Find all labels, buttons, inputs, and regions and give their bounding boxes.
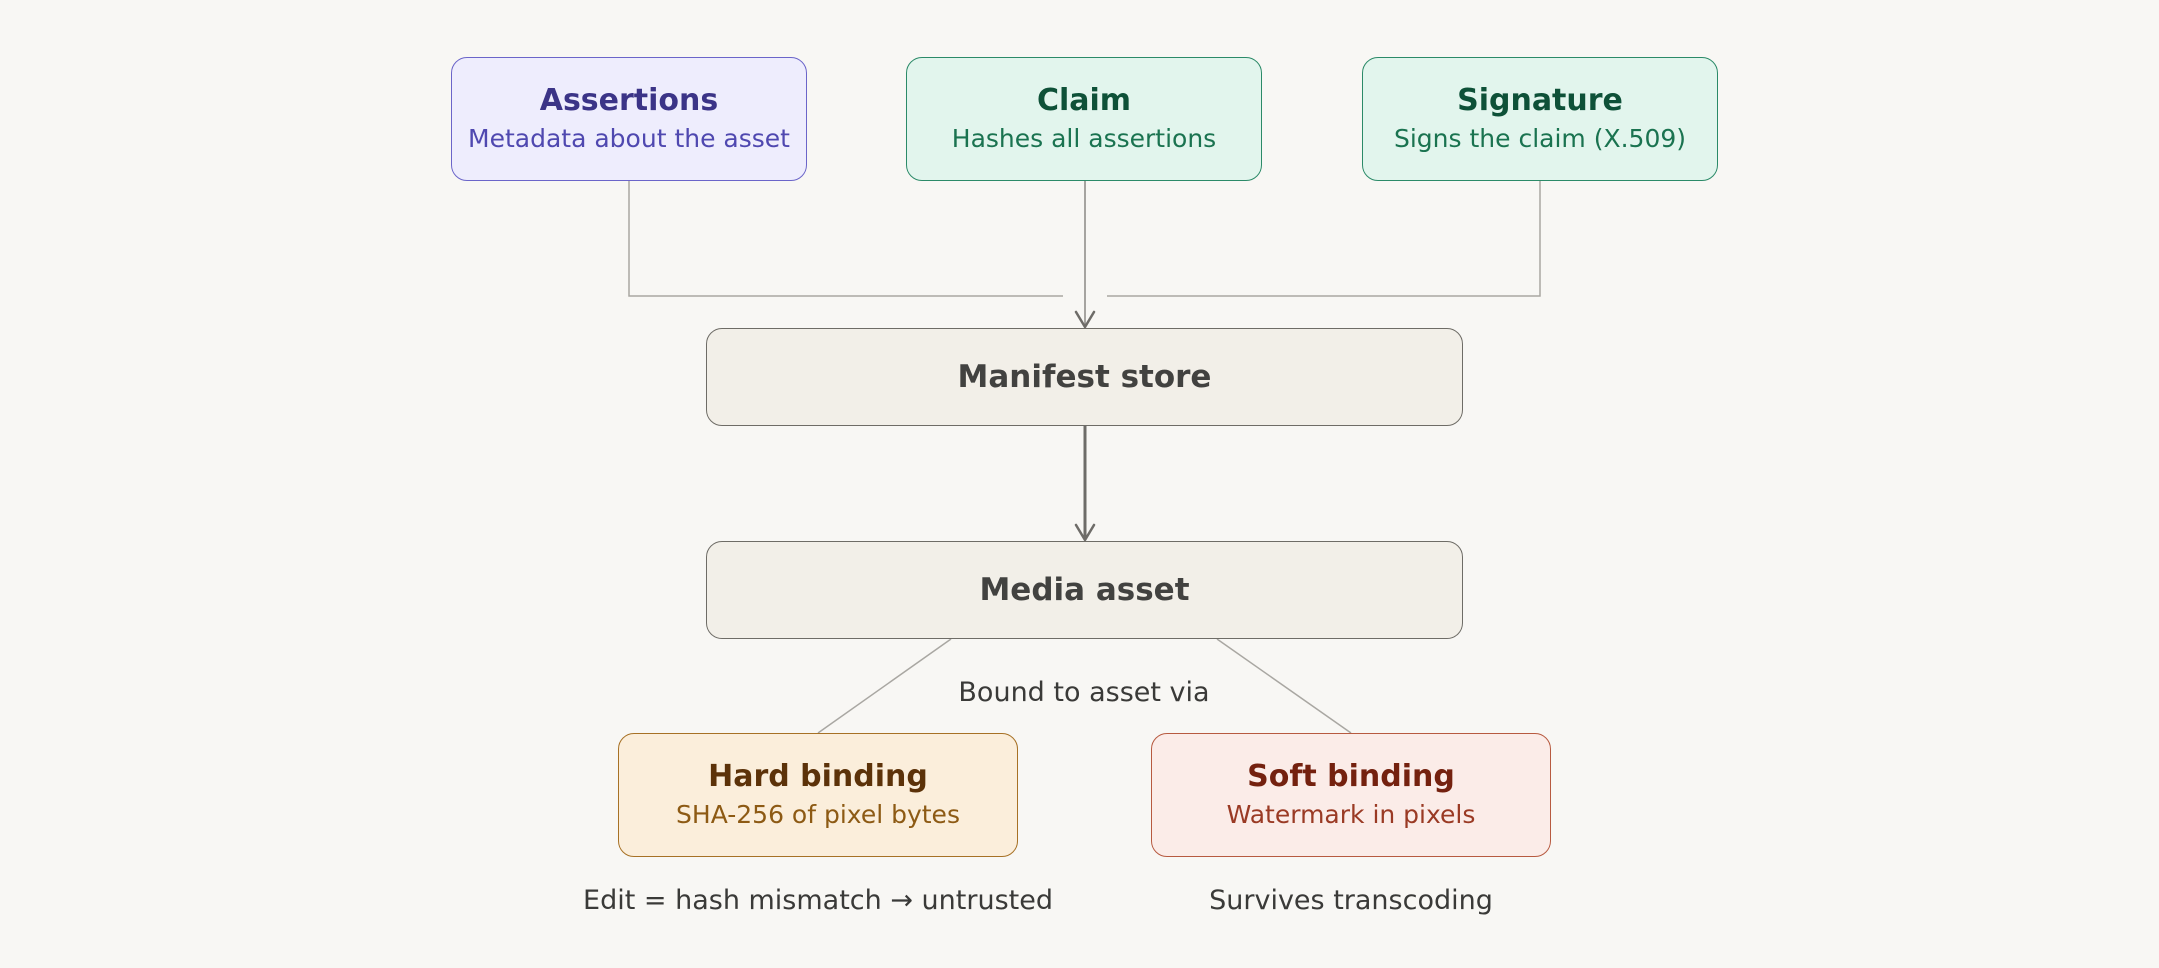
hard-binding-connector (817, 638, 952, 734)
media-arrowhead (1074, 523, 1096, 542)
hard-binding-title: Hard binding (708, 759, 928, 794)
assertions-connector (628, 181, 1063, 297)
manifest-store-box: Manifest store (706, 328, 1463, 426)
media-asset-box: Media asset (706, 541, 1463, 639)
soft-binding-note: Survives transcoding (1209, 885, 1493, 916)
hard-binding-box: Hard binding SHA-256 of pixel bytes (618, 733, 1018, 857)
claim-title: Claim (1036, 83, 1132, 118)
soft-binding-title: Soft binding (1247, 759, 1455, 794)
soft-binding-connector (1216, 638, 1352, 734)
claim-arrowhead (1074, 310, 1096, 329)
hard-binding-note: Edit = hash mismatch → untrusted (583, 885, 1053, 916)
claim-subtitle: Hashes all assertions (951, 124, 1217, 153)
signature-subtitle: Signs the claim (X.509) (1393, 124, 1687, 153)
media-asset-title: Media asset (979, 572, 1190, 608)
hard-binding-subtitle: SHA-256 of pixel bytes (676, 800, 960, 829)
assertions-subtitle: Metadata about the asset (468, 124, 790, 153)
signature-title: Signature (1457, 83, 1623, 118)
manifest-store-title: Manifest store (957, 359, 1212, 395)
signature-box: Signature Signs the claim (X.509) (1362, 57, 1718, 181)
binding-label: Bound to asset via (958, 677, 1210, 708)
soft-binding-box: Soft binding Watermark in pixels (1151, 733, 1551, 857)
soft-binding-subtitle: Watermark in pixels (1226, 800, 1476, 829)
assertions-box: Assertions Metadata about the asset (451, 57, 807, 181)
signature-connector (1107, 181, 1541, 297)
claim-box: Claim Hashes all assertions (906, 57, 1262, 181)
assertions-title: Assertions (539, 83, 719, 118)
